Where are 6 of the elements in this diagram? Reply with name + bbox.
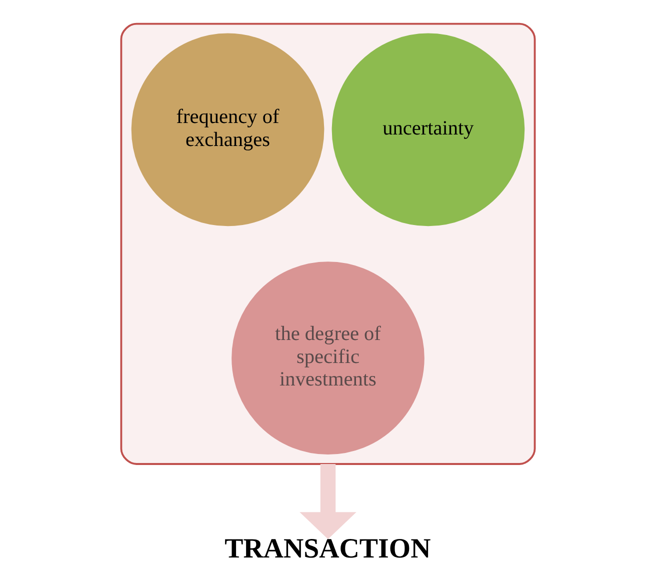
node-circle: uncertainty xyxy=(331,33,524,226)
node-text: TRANSACTION xyxy=(224,533,430,564)
node-circle: the degree of specific investments xyxy=(231,262,424,454)
node-circle: frequency of exchanges xyxy=(130,33,324,226)
arrow xyxy=(299,464,356,540)
cluster xyxy=(120,22,536,465)
